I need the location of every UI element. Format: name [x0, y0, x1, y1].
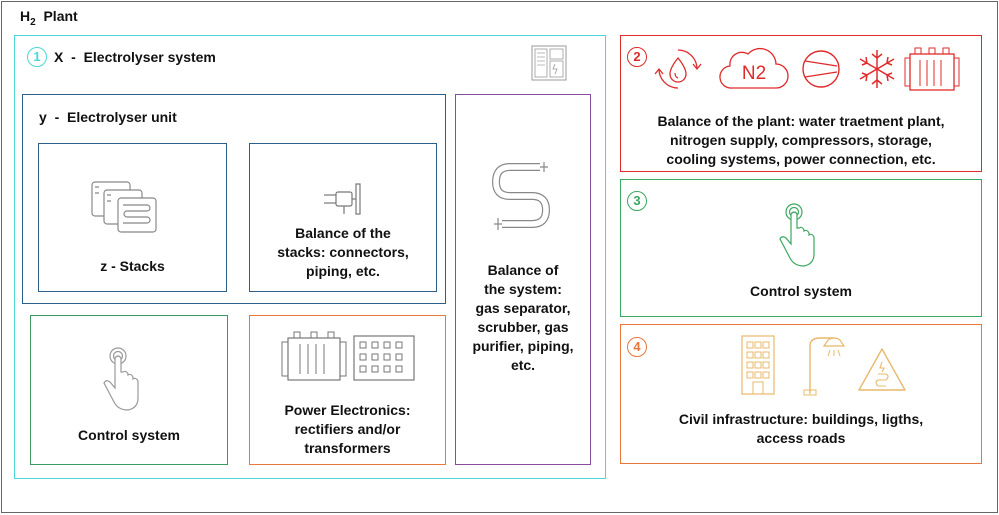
balance-of-stacks-label: Balance of the stacks: connectors, pipin… [277, 225, 409, 279]
power-transformer-icon [904, 47, 960, 91]
page-title: H2 Plant [20, 8, 78, 28]
touch-hand-icon [103, 347, 139, 411]
number-badge-4: 4 [627, 337, 647, 357]
electrolyser-control-label: Control system [78, 427, 180, 443]
civil-infrastructure-label: Civil infrastructure: buildings, ligths,… [678, 411, 924, 446]
water-treatment-icon [654, 49, 702, 89]
connector-icon [324, 183, 361, 215]
power-electronics-label: Power Electronics: rectifiers and/or tra… [284, 402, 411, 456]
balance-of-plant-label: Balance of the plant: water traetment pl… [657, 113, 945, 167]
touch-hand-icon-green [779, 203, 815, 267]
compressor-icon [802, 50, 840, 88]
electrolyser-control-box [30, 315, 228, 465]
number-badge-1: 1 [27, 47, 47, 67]
power-electronics-box [249, 315, 446, 465]
building-icon [741, 335, 775, 395]
control-system-label: Control system [750, 283, 852, 299]
electrolyser-system-heading: X - Electrolyser system [54, 49, 216, 65]
stacks-label: z - Stacks [100, 258, 165, 274]
electrolyser-unit-box [22, 94, 446, 304]
control-system-box [620, 179, 982, 317]
stacks-box [38, 143, 227, 292]
balance-of-system-label: Balance of the system: gas separator, sc… [472, 262, 574, 373]
road-sign-icon [858, 348, 906, 391]
number-badge-3: 3 [627, 191, 647, 211]
electrolyser-cabinet-icon [531, 45, 567, 81]
rectifier-icon [353, 335, 415, 381]
balance-of-system-box [455, 94, 591, 465]
transformer-icon [281, 331, 347, 381]
balance-of-plant-box [620, 35, 982, 172]
nitrogen-icon-text: N2 [741, 63, 767, 84]
pipe-icon [491, 162, 551, 230]
snowflake-icon [859, 50, 895, 88]
electrolyser-system-box [14, 35, 606, 479]
balance-of-stacks-box [249, 143, 437, 292]
number-badge-2: 2 [627, 47, 647, 67]
civil-infrastructure-box [620, 324, 982, 464]
street-light-icon [803, 337, 846, 396]
electrolyser-unit-heading: y - Electrolyser unit [39, 109, 177, 125]
nitrogen-cloud-icon [719, 47, 789, 89]
stacks-icon [91, 181, 157, 233]
